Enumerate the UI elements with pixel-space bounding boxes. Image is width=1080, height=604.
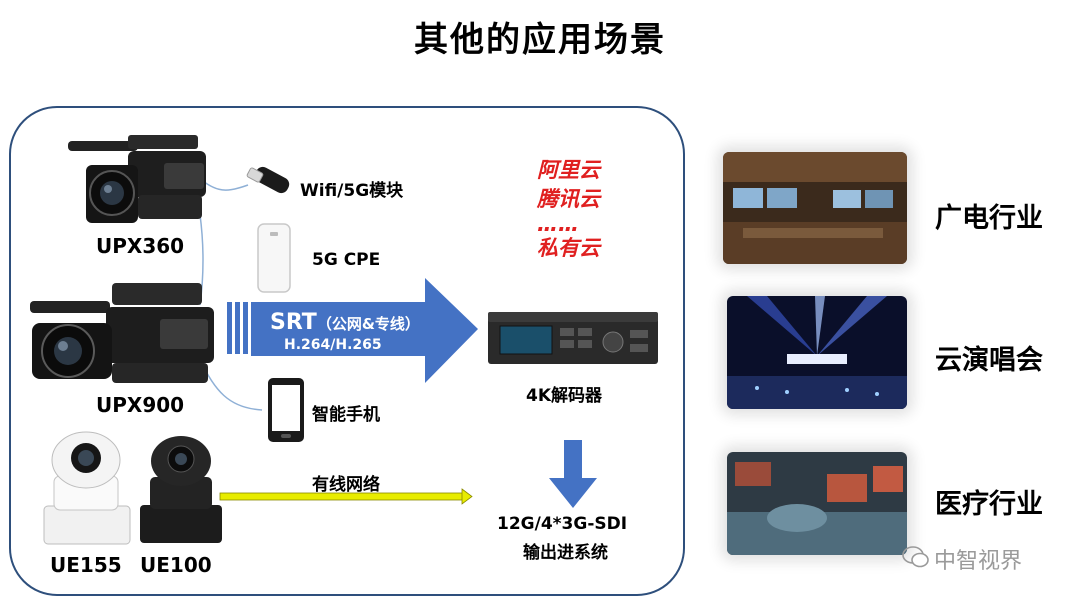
diagram-panel [9, 106, 685, 596]
scene-photo-concert [727, 296, 907, 409]
page-title: 其他的应用场景 [414, 20, 666, 60]
usb-dongle-icon [246, 166, 290, 194]
camcorder-upx360-image [68, 135, 206, 223]
srt-codecs-label: H.264/H.265 [284, 337, 382, 353]
watermark-text: 中智视界 [934, 549, 1023, 574]
srt-arrow [227, 278, 478, 383]
output-line2: 输出进系统 [523, 543, 608, 563]
wechat-icon [902, 546, 929, 568]
scene-photo-broadcast [723, 152, 907, 264]
label-upx900: UPX900 [96, 393, 185, 417]
camcorder-upx900-image [30, 283, 214, 383]
ptz-camera-ue155-image [43, 431, 131, 545]
cloud-item: 腾讯云 [537, 187, 600, 211]
srt-label: SRT（公网&专线） [270, 310, 420, 335]
down-arrow [549, 440, 597, 508]
label-phone: 智能手机 [312, 405, 380, 425]
cloud-list: 阿里云 腾讯云 …… 私有云 [537, 156, 600, 263]
wired-arrow [219, 488, 473, 505]
label-decoder: 4K解码器 [526, 386, 603, 406]
label-ue100: UE100 [140, 553, 212, 577]
smartphone-icon [268, 378, 304, 442]
label-wired: 有线网络 [312, 475, 380, 495]
srt-main-text: SRT [270, 310, 317, 335]
scene-photo-medical [727, 452, 907, 555]
cloud-item: 私有云 [537, 236, 600, 260]
scene-label-broadcast: 广电行业 [935, 203, 1043, 234]
label-cpe: 5G CPE [312, 250, 381, 270]
cpe-router-icon [257, 223, 291, 293]
label-upx360: UPX360 [96, 234, 185, 258]
srt-paren-text: （公网&专线） [316, 315, 420, 333]
cloud-item: 阿里云 [537, 158, 600, 182]
ptz-camera-ue100-image [140, 436, 222, 543]
output-line1: 12G/4*3G-SDI [497, 514, 628, 534]
decoder-device-image [488, 312, 658, 364]
label-ue155: UE155 [50, 553, 122, 577]
scene-label-concert: 云演唱会 [935, 345, 1043, 376]
cloud-item: …… [537, 212, 579, 236]
label-wifi: Wifi/5G模块 [300, 181, 404, 201]
scene-label-medical: 医疗行业 [935, 489, 1043, 520]
